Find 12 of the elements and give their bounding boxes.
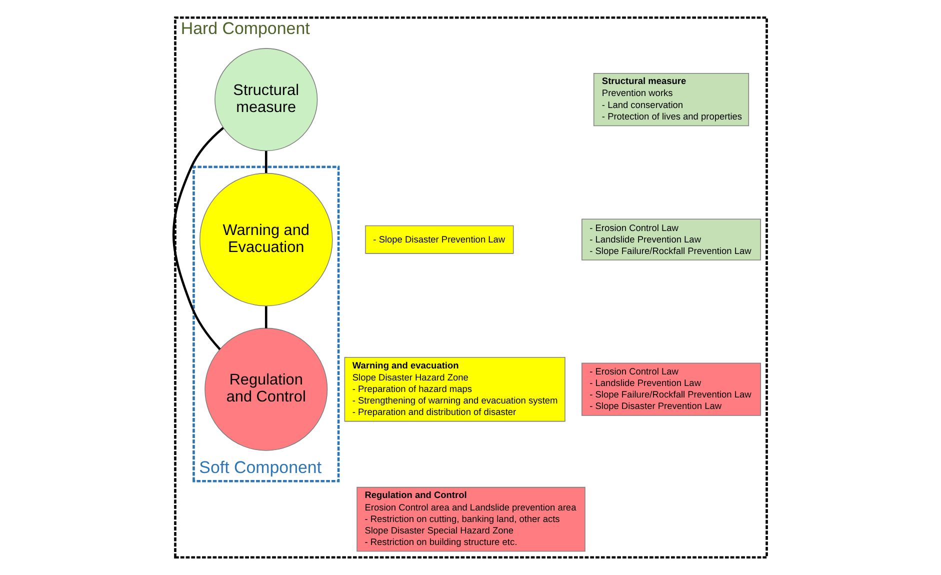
node-box: Structural measure Prevention works - Land conservation - Protection of lives and properties [592, 73, 749, 126]
connector [264, 306, 267, 328]
node-circle: Warning and Evacuation [198, 172, 332, 306]
node-box: Warning and evacuation Slope Disaster Hazard Zone - Preparation of hazard maps - Strengthening of warning and evacuation system - Preparation and distribution of disaster [344, 357, 565, 422]
node-box: - Erosion Control Law - Landslide Prevention Law - Slope Failure/Rockfall Prevention Law - Slope Disaster Prevention Law [581, 362, 760, 416]
node-circle: Regulation and Control [204, 328, 328, 451]
node-box: Regulation and Control Erosion Control area and Landslide prevention area - Restriction on cutting, banking land, other acts Slope Disaster Special Hazard Zone - Restriction on building structure etc. [356, 486, 585, 552]
node-box: - Erosion Control Law - Landslide Prevention Law - Slope Failure/Rockfall Prevention Law [581, 218, 760, 260]
node-box: - Slope Disaster Prevention Law [364, 225, 514, 254]
connector [264, 150, 267, 173]
node-circle: Structural measure [214, 48, 318, 152]
connector [172, 127, 224, 350]
